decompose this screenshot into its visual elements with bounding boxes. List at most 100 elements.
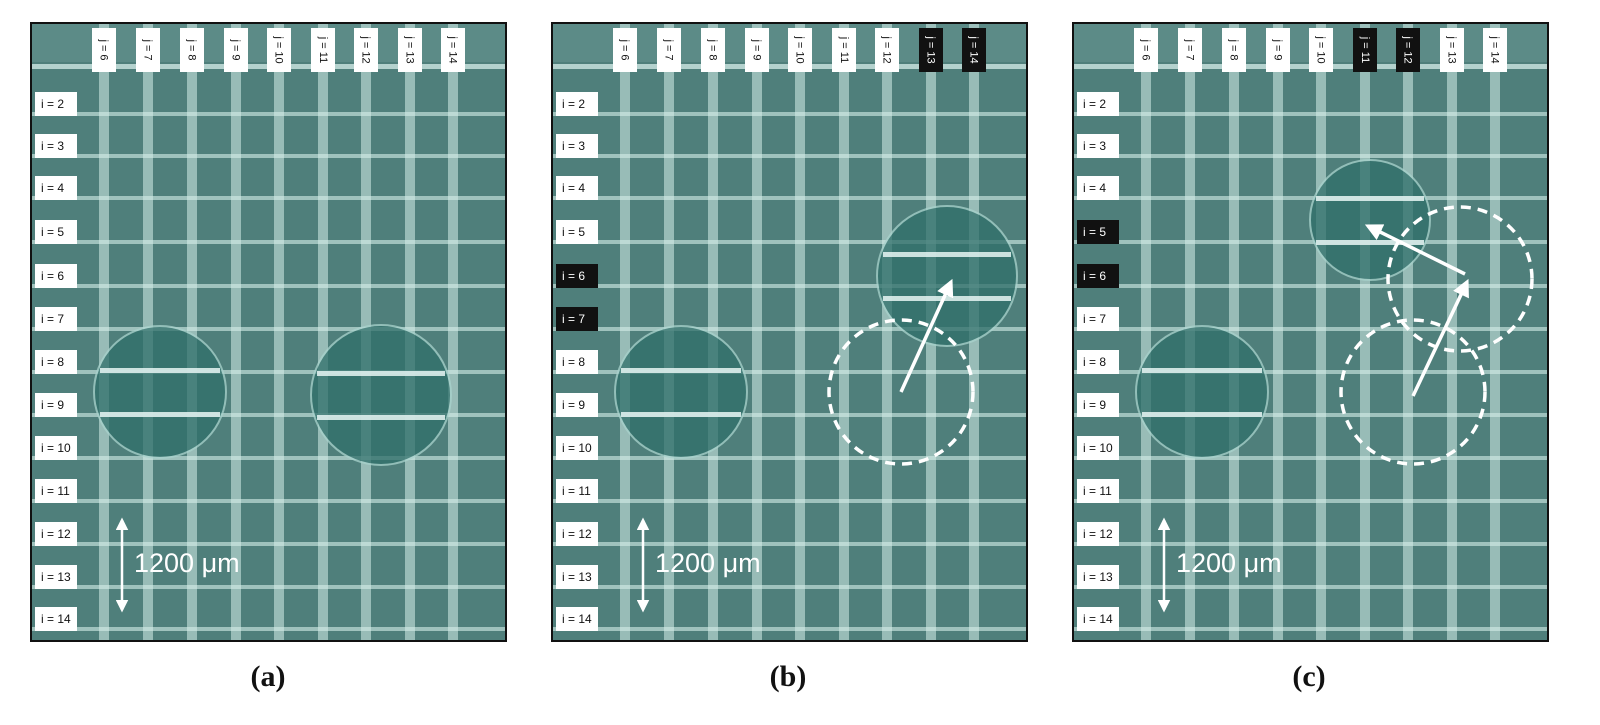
grid-column-line bbox=[708, 24, 718, 640]
grid-row-line bbox=[553, 627, 1026, 631]
grid-column-line bbox=[274, 24, 284, 640]
j-label: j = 13 bbox=[1440, 28, 1464, 72]
i-label: i = 9 bbox=[35, 393, 77, 417]
i-label: i = 13 bbox=[1077, 565, 1119, 589]
i-label: i = 7 bbox=[1077, 307, 1119, 331]
j-label: j = 6 bbox=[1134, 28, 1158, 72]
j-label-text: j = 6 bbox=[618, 39, 631, 61]
grid-row-line bbox=[1074, 240, 1547, 244]
j-label: j = 7 bbox=[136, 28, 160, 72]
grid-row-line bbox=[32, 196, 505, 200]
grid-row-line bbox=[553, 284, 1026, 288]
grid-row-line bbox=[553, 499, 1026, 503]
i-label: i = 3 bbox=[556, 134, 598, 158]
panel-a: j = 6 j = 7 j = 8 j = 9 j = 10 j = 11 j = 12 j … bbox=[30, 22, 507, 642]
i-label: i = 11 bbox=[556, 479, 598, 503]
previous-position-outline bbox=[827, 318, 975, 466]
j-label-text: j = 12 bbox=[881, 36, 893, 64]
grid-row-line bbox=[1074, 413, 1547, 417]
grid-row-line bbox=[32, 112, 505, 116]
j-label-text: j = 10 bbox=[273, 36, 285, 64]
grid-row-line bbox=[32, 327, 505, 331]
grid-row-line bbox=[1074, 154, 1547, 158]
j-label: j = 12 bbox=[1396, 28, 1420, 72]
motion-arrow bbox=[1411, 278, 1469, 397]
j-label: j = 10 bbox=[788, 28, 812, 72]
grid-column-line bbox=[1316, 24, 1326, 640]
grid-column-line bbox=[620, 24, 630, 640]
droplet-grid-highlight bbox=[1316, 196, 1424, 201]
j-label: j = 10 bbox=[1309, 28, 1333, 72]
grid-row-line bbox=[553, 112, 1026, 116]
i-label: i = 7 bbox=[556, 307, 598, 331]
j-label: j = 9 bbox=[1266, 28, 1290, 72]
previous-position-outline bbox=[1339, 318, 1487, 466]
grid-row-line bbox=[1074, 370, 1547, 374]
i-label: i = 3 bbox=[1077, 134, 1119, 158]
grid-row-line bbox=[553, 240, 1026, 244]
j-label: j = 7 bbox=[657, 28, 681, 72]
j-label-text: j = 7 bbox=[662, 39, 675, 61]
grid-column-line bbox=[1403, 24, 1413, 640]
grid-column-line bbox=[839, 24, 849, 640]
grid-row-line bbox=[1074, 585, 1547, 589]
j-label: j = 8 bbox=[701, 28, 725, 72]
i-label: i = 4 bbox=[1077, 176, 1119, 200]
grid-row-line bbox=[1074, 542, 1547, 546]
i-label: i = 6 bbox=[556, 264, 598, 288]
grid-row-line bbox=[32, 284, 505, 288]
j-label-text: j = 9 bbox=[1271, 39, 1284, 61]
j-label: j = 13 bbox=[398, 28, 422, 72]
j-label-text: j = 13 bbox=[404, 36, 416, 64]
j-label-text: j = 10 bbox=[794, 36, 806, 64]
i-label: i = 4 bbox=[35, 176, 77, 200]
i-label: i = 10 bbox=[1077, 436, 1119, 460]
droplet bbox=[614, 325, 748, 459]
grid-row-line bbox=[32, 542, 505, 546]
j-label: j = 14 bbox=[1483, 28, 1507, 72]
caption-a: (a) bbox=[250, 660, 286, 693]
i-label: i = 14 bbox=[35, 607, 77, 631]
j-label-text: j = 9 bbox=[229, 39, 242, 61]
i-label: i = 14 bbox=[556, 607, 598, 631]
j-label-text: j = 6 bbox=[97, 39, 110, 61]
droplet-grid-highlight bbox=[883, 296, 1011, 301]
i-label: i = 3 bbox=[35, 134, 77, 158]
i-label: i = 4 bbox=[556, 176, 598, 200]
j-label-text: j = 11 bbox=[317, 36, 329, 64]
droplet-grid-highlight bbox=[1316, 240, 1424, 245]
grid-row-line bbox=[553, 413, 1026, 417]
grid-column-line bbox=[752, 24, 762, 640]
j-label: j = 8 bbox=[180, 28, 204, 72]
j-label-text: j = 6 bbox=[1139, 39, 1152, 61]
previous-position-outline bbox=[1386, 205, 1534, 353]
i-label: i = 12 bbox=[556, 522, 598, 546]
grid-column-line bbox=[795, 24, 805, 640]
j-label-text: j = 9 bbox=[750, 39, 763, 61]
j-label-text: j = 12 bbox=[1402, 36, 1414, 64]
i-label: i = 10 bbox=[556, 436, 598, 460]
droplet-grid-highlight bbox=[100, 412, 220, 417]
droplet-grid-highlight bbox=[317, 371, 445, 376]
grid-row-line bbox=[553, 154, 1026, 158]
grid-column-line bbox=[231, 24, 241, 640]
motion-arrow bbox=[899, 278, 954, 393]
grid-row-line bbox=[32, 627, 505, 631]
j-label-text: j = 12 bbox=[360, 36, 372, 64]
droplet-grid-highlight bbox=[100, 368, 220, 373]
grid-column-line bbox=[448, 24, 458, 640]
j-label-text: j = 8 bbox=[185, 39, 198, 61]
j-label-text: j = 14 bbox=[447, 36, 459, 64]
droplet bbox=[310, 324, 452, 466]
grid-row-line bbox=[32, 456, 505, 460]
j-label: j = 11 bbox=[832, 28, 856, 72]
i-label: i = 13 bbox=[35, 565, 77, 589]
droplet-grid-highlight bbox=[317, 415, 445, 420]
j-label-text: j = 14 bbox=[1489, 36, 1501, 64]
grid-row-line bbox=[1074, 456, 1547, 460]
i-label: i = 6 bbox=[35, 264, 77, 288]
grid-row-line bbox=[1074, 499, 1547, 503]
caption-b: (b) bbox=[769, 660, 807, 693]
